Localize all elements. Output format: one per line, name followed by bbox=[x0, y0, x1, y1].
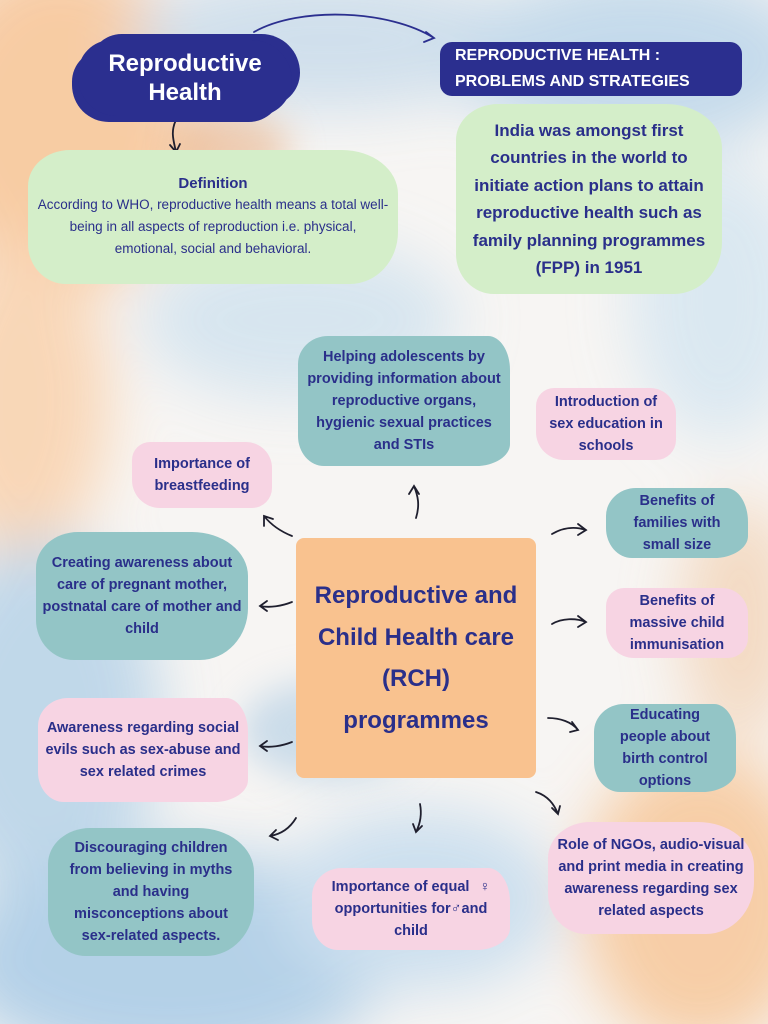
male-symbol-icon: ♂ bbox=[450, 901, 462, 917]
subtitle-text: REPRODUCTIVE HEALTH : PROBLEMS AND STRAT… bbox=[455, 47, 690, 90]
breastfeeding-text: Importance of breastfeeding bbox=[154, 456, 250, 494]
definition-text: According to WHO, reproductive health me… bbox=[37, 197, 389, 256]
female-symbol-icon: ♀ bbox=[479, 879, 491, 895]
ngos-media-text: Role of NGOs, audio-visual and print med… bbox=[557, 837, 745, 919]
equal-opportunities-text: Importance of equal ♀ opportunities for♂… bbox=[318, 876, 504, 942]
rch-programmes-title: Reproductive and Child Health care (RCH)… bbox=[314, 582, 518, 734]
india-fpp-box: India was amongst first countries in the… bbox=[456, 104, 722, 294]
pregnant-care-box: Creating awareness about care of pregnan… bbox=[36, 532, 248, 660]
social-evils-box: Awareness regarding social evils such as… bbox=[38, 698, 248, 802]
definition-box: Definition According to WHO, reproductiv… bbox=[28, 150, 398, 284]
equal-opportunities-line-2: opportunities for bbox=[334, 901, 451, 917]
main-title-cloud: Reproductive Health bbox=[78, 40, 292, 116]
small-families-box: Benefits of families with small size bbox=[606, 488, 748, 558]
sex-education-box: Introduction of sex education in schools bbox=[536, 388, 676, 460]
equal-opportunities-line-3: and child bbox=[394, 901, 488, 939]
adolescents-info-box: Helping adolescents by providing informa… bbox=[298, 336, 510, 466]
definition-heading: Definition bbox=[178, 175, 248, 192]
rch-programmes-box: Reproductive and Child Health care (RCH)… bbox=[296, 538, 536, 778]
birth-control-box: Educating people about birth control opt… bbox=[594, 704, 736, 792]
pregnant-care-text: Creating awareness about care of pregnan… bbox=[42, 555, 242, 637]
myths-text: Discouraging children from believing in … bbox=[69, 840, 233, 944]
main-title: Reproductive Health bbox=[108, 50, 262, 106]
ngos-media-box: Role of NGOs, audio-visual and print med… bbox=[548, 822, 754, 934]
subtitle-banner: REPRODUCTIVE HEALTH : PROBLEMS AND STRAT… bbox=[440, 42, 742, 96]
equal-opportunities-box: Importance of equal ♀ opportunities for♂… bbox=[312, 868, 510, 950]
small-families-text: Benefits of families with small size bbox=[633, 493, 721, 553]
social-evils-text: Awareness regarding social evils such as… bbox=[45, 720, 241, 780]
myths-box: Discouraging children from believing in … bbox=[48, 828, 254, 956]
immunisation-box: Benefits of massive child immunisation bbox=[606, 588, 748, 658]
birth-control-text: Educating people about birth control opt… bbox=[619, 707, 711, 789]
equal-opportunities-line-1: Importance of equal bbox=[331, 879, 470, 895]
breastfeeding-box: Importance of breastfeeding bbox=[132, 442, 272, 508]
india-fpp-text: India was amongst first countries in the… bbox=[472, 120, 706, 278]
adolescents-info-text: Helping adolescents by providing informa… bbox=[307, 349, 501, 453]
sex-education-text: Introduction of sex education in schools bbox=[549, 394, 663, 454]
immunisation-text: Benefits of massive child immunisation bbox=[629, 593, 725, 653]
